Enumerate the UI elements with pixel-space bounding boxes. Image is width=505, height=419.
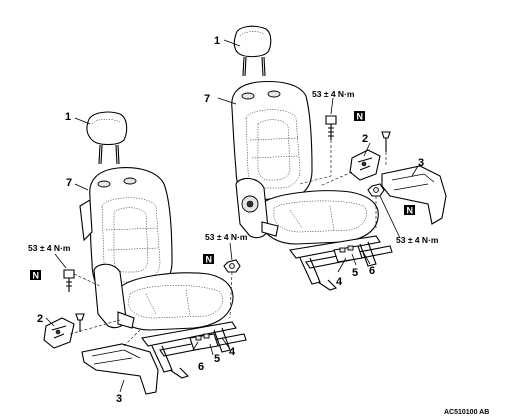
- callout-6-upper: 6: [369, 265, 375, 277]
- callout-2-upper: 2: [362, 133, 368, 145]
- torque-labels: 53 ± 4 N·m 53 ± 4 N·m 53 ± 4 N·m 53 ± 4 …: [28, 89, 439, 253]
- figure-code: AC510100 AB: [444, 409, 489, 416]
- n-markers: N N N N: [30, 111, 415, 281]
- n-marker-upper: N: [354, 111, 365, 122]
- bolt-upper-right: [299, 115, 337, 185]
- seat-assembly-left: [43, 111, 247, 395]
- svg-text:N: N: [33, 271, 40, 281]
- callout-4-upper: 4: [336, 276, 343, 288]
- callout-2-lower: 2: [37, 313, 43, 325]
- n-marker-left: N: [30, 270, 41, 281]
- callout-5-upper: 5: [352, 267, 358, 279]
- callout-6-lower: 6: [198, 361, 204, 373]
- torque-label-center: 53 ± 4 N·m: [205, 232, 248, 242]
- recliner-right: [235, 177, 279, 239]
- seat-rails-right: [289, 235, 393, 291]
- seat-cushion-right: [259, 190, 379, 245]
- svg-text:N: N: [407, 206, 414, 216]
- torque-label-left: 53 ± 4 N·m: [28, 243, 71, 253]
- torque-label-upper: 53 ± 4 N·m: [312, 89, 355, 99]
- side-panel-left: [81, 329, 159, 395]
- callout-1-upper: 1: [214, 35, 220, 47]
- bolt-left: [63, 269, 101, 292]
- seat-back-right: [231, 80, 313, 201]
- nut-left: [223, 259, 241, 319]
- callout-3-lower: 3: [116, 393, 122, 405]
- callout-4-lower: 4: [229, 346, 236, 358]
- svg-text:N: N: [357, 112, 364, 122]
- callout-7-upper: 7: [204, 93, 210, 105]
- cover-right: [319, 149, 381, 187]
- torque-label-right: 53 ± 4 N·m: [396, 235, 439, 245]
- svg-text:N: N: [206, 255, 213, 265]
- recliner-left: [79, 199, 135, 329]
- callout-labels: 1 7 2 3 4 5 6 1 7 2 3 6 5 4: [37, 35, 424, 405]
- screw-upper-right: [381, 131, 391, 166]
- seat-rails-left: [141, 321, 247, 379]
- screw-left: [75, 313, 85, 332]
- cover-left: [43, 317, 121, 349]
- callout-1-lower: 1: [65, 111, 71, 123]
- seat-assembly-right: [217, 25, 447, 291]
- n-marker-right: N: [404, 205, 415, 216]
- n-marker-center: N: [203, 254, 214, 265]
- callout-7-lower: 7: [66, 177, 72, 189]
- callout-3-upper: 3: [418, 157, 424, 169]
- callout-5-lower: 5: [214, 353, 220, 365]
- headrest-right: [233, 25, 272, 77]
- headrest-left: [86, 111, 128, 165]
